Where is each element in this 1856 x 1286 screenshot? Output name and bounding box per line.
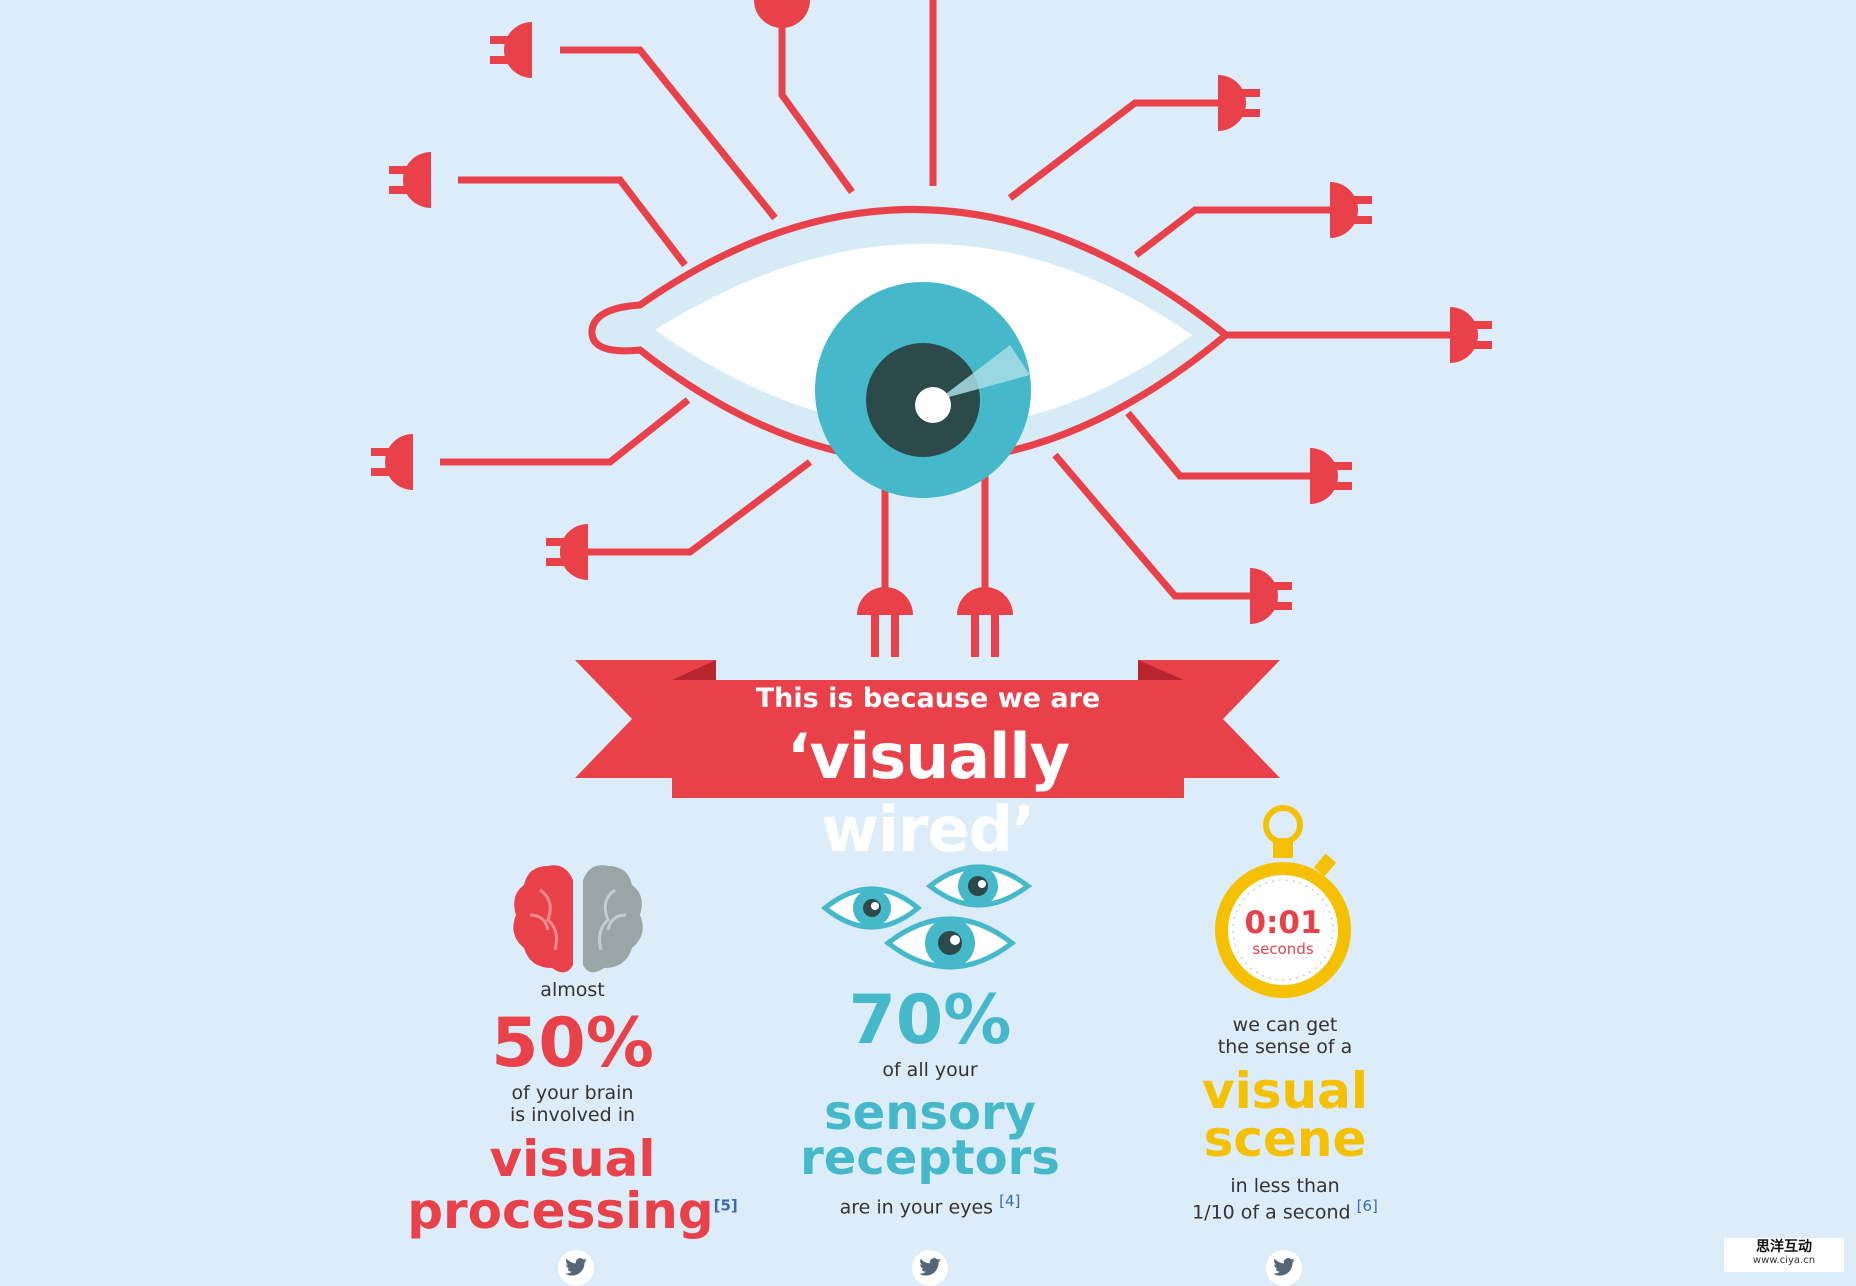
stat-suffix: in less than [1230, 1174, 1340, 1197]
twitter-icon [565, 1258, 587, 1276]
stat-suffix-line: 1/10 of a second [6] [1150, 1196, 1420, 1224]
banner-ribbon [575, 660, 1280, 798]
twitter-share-button[interactable] [1266, 1250, 1302, 1286]
reference-link[interactable]: [6] [1356, 1196, 1378, 1215]
stat-scene: we can get the sense of a visual scene i… [1150, 1014, 1420, 1224]
banner-title: ‘visually wired’ [786, 720, 1070, 866]
stat-keyword-line2: processing[5] [400, 1185, 745, 1238]
wire-cables [440, 0, 1450, 615]
stat-prefix: of all your [882, 1059, 978, 1082]
stat-suffix-line: are in your eyes [4] [760, 1192, 1100, 1219]
stopwatch-time: 0:01 [1244, 905, 1322, 941]
stat-brain: almost 50% of your brain is involved in … [400, 979, 745, 1238]
stat-prefix: almost [540, 979, 605, 1001]
eye-icon [588, 206, 1232, 498]
twitter-icon [1273, 1258, 1295, 1276]
plug-icon [371, 0, 1492, 657]
stat-keyword: visual [1202, 1061, 1368, 1120]
brain-icon [513, 865, 643, 973]
stat-suffix: 1/10 of a second [1192, 1200, 1351, 1223]
watermark-url: www.ciya.cn [1752, 1255, 1816, 1267]
twitter-share-button[interactable] [558, 1250, 594, 1286]
stat-keyword: visual [489, 1129, 656, 1188]
stat-keyword: sensory [824, 1085, 1036, 1142]
banner-subtitle: This is because we are [755, 683, 1101, 714]
watermark: 思洋互动 www.ciya.cn [1724, 1238, 1844, 1272]
stat-text: we can get [1232, 1014, 1338, 1036]
stat-keyword: receptors [800, 1129, 1060, 1186]
twitter-share-button[interactable] [912, 1250, 948, 1286]
eyes-icon [821, 864, 1033, 970]
stopwatch-unit: seconds [1252, 940, 1314, 958]
stat-keyword: processing [407, 1182, 714, 1241]
reference-link[interactable]: [5] [713, 1196, 738, 1215]
stat-text: is involved in [509, 1104, 636, 1127]
twitter-icon [919, 1258, 941, 1276]
stat-suffix: are in your eyes [839, 1196, 994, 1219]
stopwatch-icon [1215, 805, 1351, 998]
reference-link[interactable]: [4] [999, 1192, 1021, 1211]
stat-text: the sense of a [1217, 1035, 1353, 1058]
stat-keyword: scene [1203, 1110, 1367, 1169]
stat-text: of your brain [511, 1082, 634, 1105]
stat-value: 50% [491, 1003, 654, 1083]
stat-value: 70% [848, 981, 1012, 1060]
stat-eyes: 70% of all your sensory receptors are in… [760, 985, 1100, 1219]
watermark-name: 思洋互动 [1756, 1239, 1812, 1255]
